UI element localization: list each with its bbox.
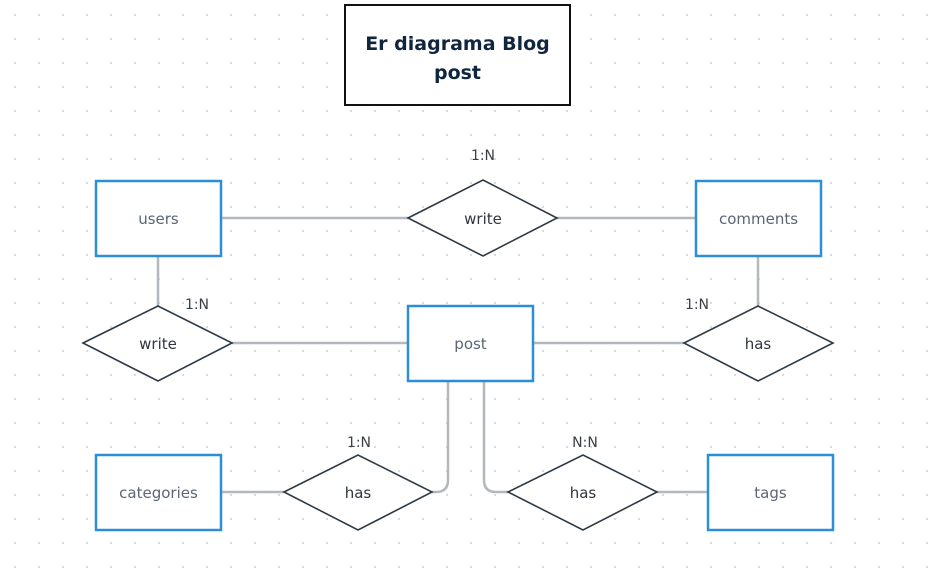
relationship-post-tags-diamond bbox=[506, 454, 659, 531]
entity-tags-label: tags bbox=[754, 484, 787, 502]
relationship-post-tags[interactable]: has bbox=[506, 454, 659, 531]
entity-post-label: post bbox=[454, 335, 487, 353]
entity-categories-box bbox=[94, 453, 223, 532]
relationship-users-post-label: write bbox=[139, 335, 177, 353]
relationship-users-comments[interactable]: write bbox=[406, 179, 559, 257]
connector-post-has-tags bbox=[482, 381, 508, 494]
relationship-post-comments-label: has bbox=[745, 335, 772, 353]
cardinality-users-comments: 1:N bbox=[471, 148, 495, 164]
title-line-2: post bbox=[434, 62, 481, 84]
entity-comments[interactable]: comments bbox=[694, 179, 823, 258]
title-box bbox=[344, 4, 571, 106]
relationship-post-comments[interactable]: has bbox=[682, 305, 835, 382]
entity-users[interactable]: users bbox=[94, 179, 223, 258]
relationship-users-post[interactable]: write bbox=[81, 305, 234, 382]
entity-categories-label: categories bbox=[119, 484, 198, 502]
entity-comments-label: comments bbox=[719, 210, 798, 228]
entity-post[interactable]: post bbox=[406, 304, 535, 383]
entity-post-box bbox=[406, 304, 535, 383]
entity-users-box bbox=[94, 179, 223, 258]
entity-users-label: users bbox=[138, 210, 179, 228]
relationship-post-comments-diamond bbox=[682, 305, 835, 382]
relationship-post-categories-diamond bbox=[282, 454, 434, 531]
cardinality-post-comments: 1:N bbox=[685, 297, 709, 313]
relationship-users-comments-label: write bbox=[464, 210, 502, 228]
cardinality-post-tags: N:N bbox=[572, 435, 598, 451]
connectors bbox=[156, 216, 760, 494]
diagram-title[interactable]: Er diagrama Blog post bbox=[344, 4, 571, 106]
cardinality-users-post: 1:N bbox=[185, 297, 209, 313]
relationship-users-comments-diamond bbox=[406, 179, 559, 257]
entity-tags[interactable]: tags bbox=[706, 453, 835, 532]
relationship-users-post-diamond bbox=[81, 305, 234, 382]
entity-categories[interactable]: categories bbox=[94, 453, 223, 532]
connector-post-has-categories bbox=[432, 381, 450, 494]
cardinality-post-categories: 1:N bbox=[347, 435, 371, 451]
relationship-post-categories[interactable]: has bbox=[282, 454, 434, 531]
entity-comments-box bbox=[694, 179, 823, 258]
entity-tags-box bbox=[706, 453, 835, 532]
relationship-post-categories-label: has bbox=[345, 484, 372, 502]
relationship-post-tags-label: has bbox=[570, 484, 597, 502]
title-line-1: Er diagrama Blog bbox=[365, 33, 550, 55]
